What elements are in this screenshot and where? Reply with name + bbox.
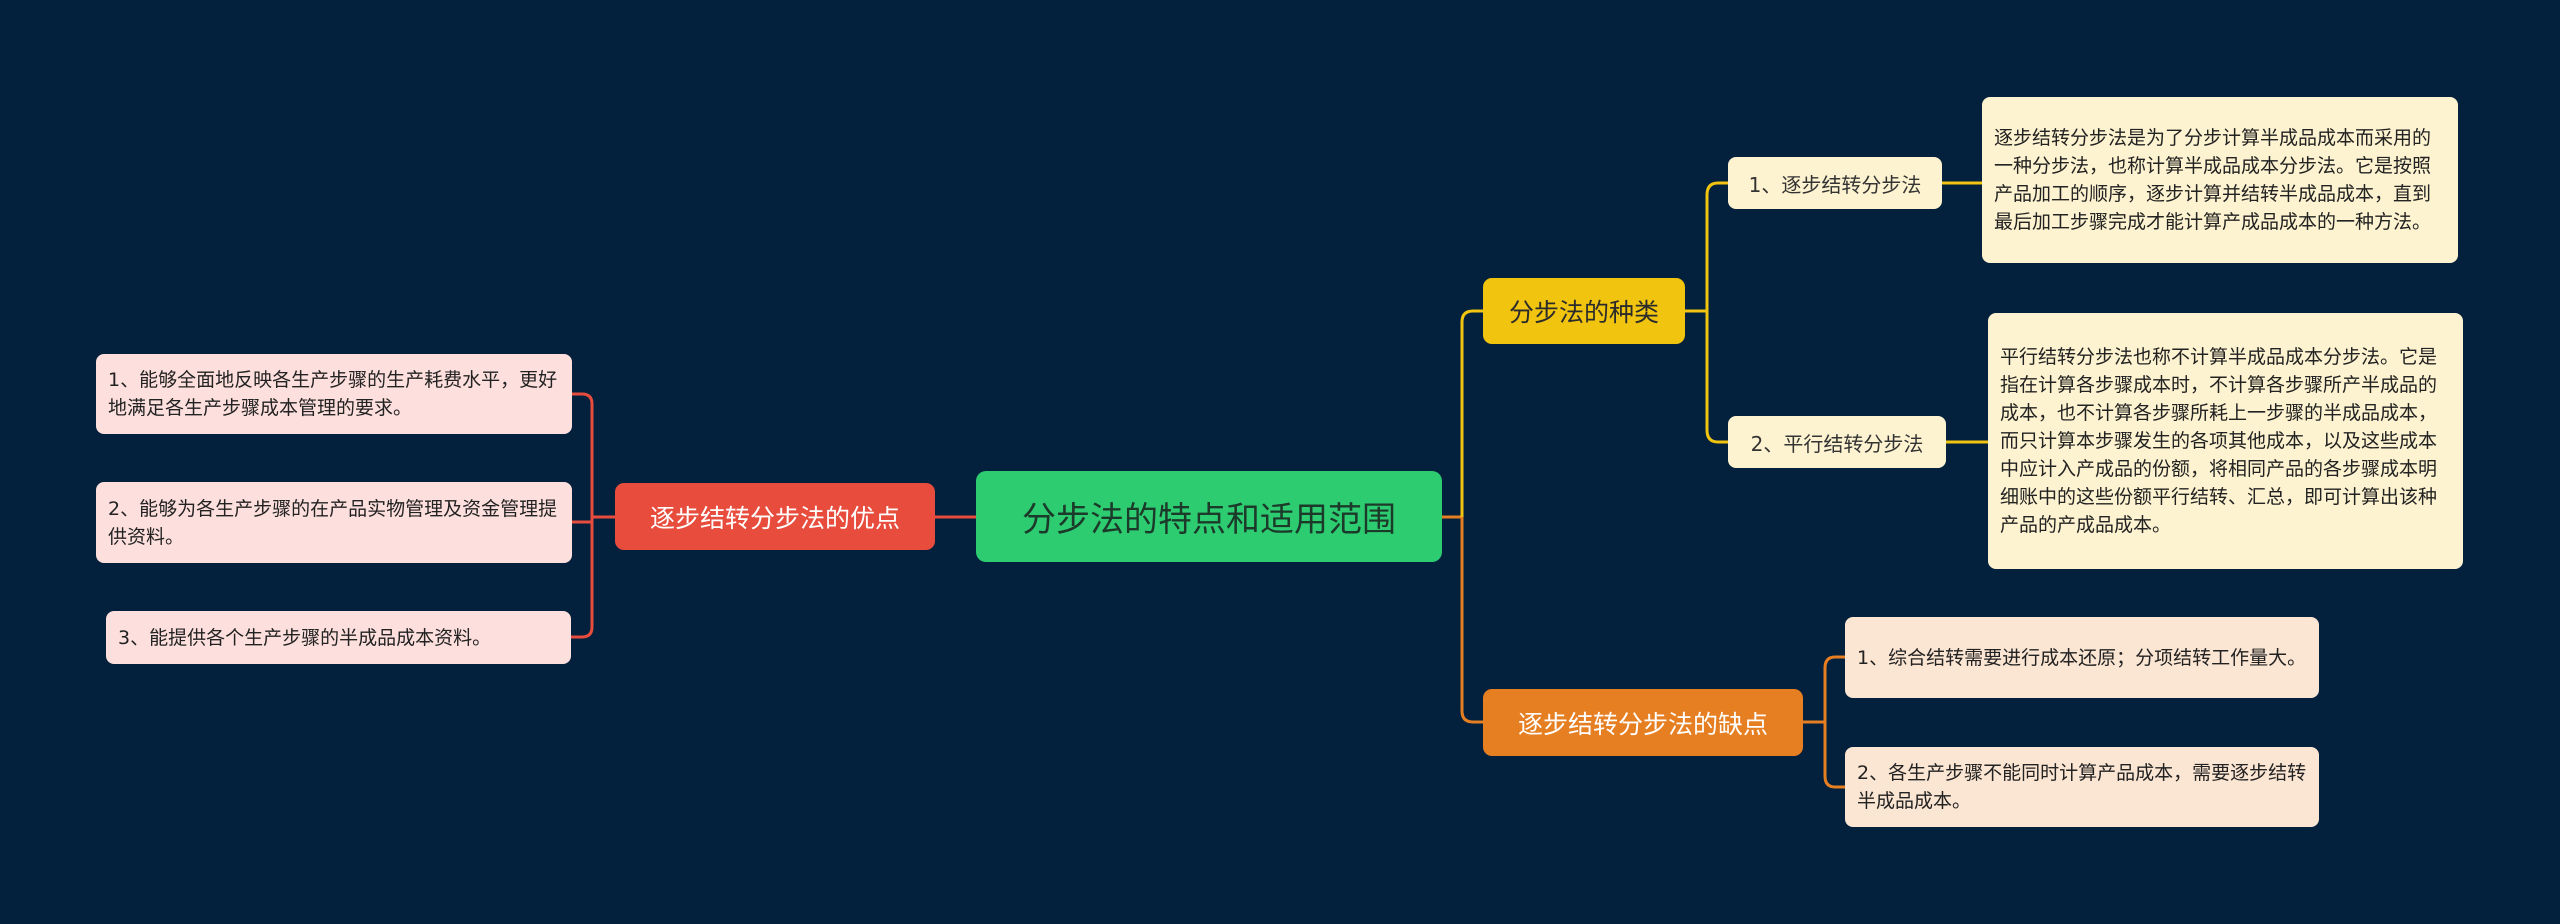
branch-advantages[interactable]: 逐步结转分步法的优点 [615,483,935,550]
type-stepwise-transfer[interactable]: 1、逐步结转分步法 [1728,157,1942,209]
disadvantage-item-2[interactable]: 2、各生产步骤不能同时计算产品成本，需要逐步结转半成品成本。 [1845,747,2319,827]
advantage-item-1[interactable]: 1、能够全面地反映各生产步骤的生产耗费水平，更好地满足各生产步骤成本管理的要求。 [96,354,572,434]
type-stepwise-transfer-desc[interactable]: 逐步结转分步法是为了分步计算半成品成本而采用的一种分步法，也称计算半成品成本分步… [1982,97,2458,263]
advantage-item-2[interactable]: 2、能够为各生产步骤的在产品实物管理及资金管理提供资料。 [96,482,572,563]
connector-root-types [1460,309,1483,517]
disadvantage-item-1[interactable]: 1、综合结转需要进行成本还原；分项结转工作量大。 [1845,617,2319,698]
branch-types[interactable]: 分步法的种类 [1483,278,1685,344]
branch-disadvantages[interactable]: 逐步结转分步法的缺点 [1483,689,1803,756]
connector-advantages-leaves [571,392,615,639]
root-topic[interactable]: 分步法的特点和适用范围 [976,471,1442,562]
connector-cons-leaves [1803,655,1845,789]
type-parallel-transfer[interactable]: 2、平行结转分步法 [1728,416,1946,468]
connector-types-subs [1685,181,1728,444]
advantage-item-3[interactable]: 3、能提供各个生产步骤的半成品成本资料。 [106,611,571,664]
connector-root-cons [1460,517,1483,724]
type-parallel-transfer-desc[interactable]: 平行结转分步法也称不计算半成品成本分步法。它是指在计算各步骤成本时，不计算各步骤… [1988,313,2463,569]
